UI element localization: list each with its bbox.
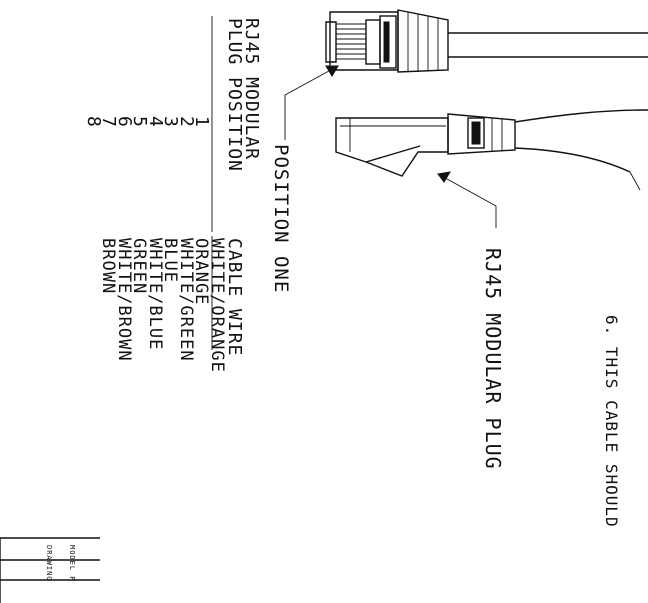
position-number: 2 — [176, 116, 197, 128]
position-one-label: POSITION ONE — [270, 144, 292, 293]
position-number: 3 — [160, 116, 181, 128]
rj45-plug-label: RJ45 MODULAR PLUG — [481, 248, 505, 470]
plug-contacts — [336, 23, 366, 60]
table-title-line2: PLUG POSITION — [224, 18, 245, 172]
title-block-drawing-label: DRAWING — [45, 545, 53, 582]
wire-color: WHITE/BLUE — [145, 238, 165, 350]
position-number: 4 — [145, 116, 166, 128]
wire-color: ORANGE — [191, 238, 211, 305]
position-one-leader — [284, 65, 339, 140]
pinout-table: RJ45 MODULAR PLUG POSITION CABLE WIRE 1 … — [83, 16, 262, 373]
position-number: 7 — [98, 116, 119, 128]
wire-color: GREEN — [129, 238, 149, 294]
cable-note-text: 6. THIS CABLE SHOULD — [602, 315, 621, 528]
table-title-line1: RJ45 MODULAR — [241, 18, 262, 160]
position-number: 8 — [83, 116, 104, 128]
rj45-plug-top-drawing — [325, 9, 648, 73]
title-block: MODEL P DRAWING — [0, 537, 100, 603]
wire-color: BROWN — [98, 238, 118, 294]
position-number: 1 — [191, 116, 212, 128]
wire-color: WHITE/GREEN — [176, 238, 196, 362]
wire-color: WHITE/BROWN — [114, 238, 134, 362]
wire-color: BLUE — [160, 238, 180, 283]
rj45-plug-side-drawing — [335, 109, 648, 191]
title-block-model-label: MODEL P — [68, 545, 76, 582]
table-column-header: CABLE WIRE — [224, 238, 245, 356]
rj45-plug-leader — [437, 171, 497, 228]
position-number: 6 — [114, 116, 135, 128]
wire-color: WHITE/ORANGE — [207, 238, 227, 373]
position-number: 5 — [129, 116, 150, 128]
